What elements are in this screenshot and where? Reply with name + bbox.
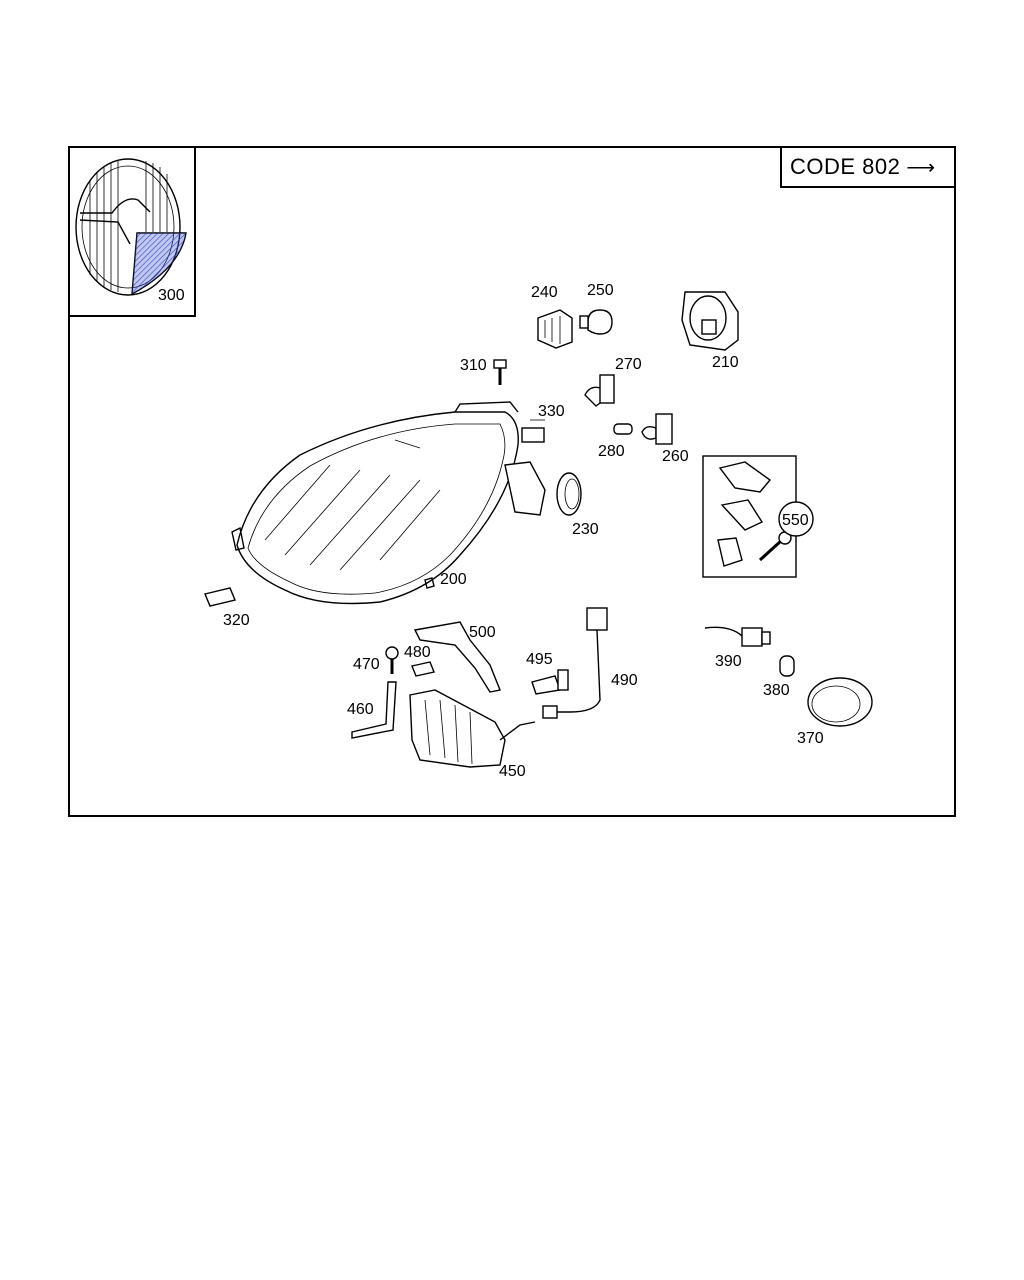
bulb-280 bbox=[613, 423, 633, 435]
label-310: 310 bbox=[460, 357, 487, 374]
label-495: 495 bbox=[526, 651, 553, 668]
label-490: 490 bbox=[611, 672, 638, 689]
bracket-500 bbox=[413, 621, 501, 693]
label-390: 390 bbox=[715, 653, 742, 670]
label-330: 330 bbox=[538, 403, 565, 420]
label-550: 550 bbox=[782, 512, 809, 529]
wiring-490 bbox=[542, 607, 608, 719]
headlamp-housing bbox=[231, 401, 546, 605]
label-470: 470 bbox=[353, 656, 380, 673]
code-reference-box: CODE 802 ⟶ bbox=[780, 146, 956, 188]
inset-headlamp-lens bbox=[75, 158, 187, 296]
label-370: 370 bbox=[797, 730, 824, 747]
strap-460 bbox=[351, 681, 397, 739]
clip-320 bbox=[204, 587, 236, 607]
label-280: 280 bbox=[598, 443, 625, 460]
arrow-right-icon: ⟶ bbox=[906, 156, 936, 179]
label-500: 500 bbox=[469, 624, 496, 641]
fog-lamp-450 bbox=[409, 689, 536, 768]
label-240: 240 bbox=[531, 284, 558, 301]
label-260: 260 bbox=[662, 448, 689, 465]
inset-panel bbox=[68, 146, 196, 317]
label-460: 460 bbox=[347, 701, 374, 718]
nut-480 bbox=[411, 661, 435, 677]
socket-390 bbox=[704, 626, 771, 647]
label-380: 380 bbox=[763, 682, 790, 699]
label-300: 300 bbox=[158, 287, 185, 304]
bulb-380 bbox=[779, 655, 795, 677]
bulb-495 bbox=[531, 669, 569, 695]
bulb-260 bbox=[641, 413, 673, 445]
connector-330 bbox=[521, 419, 545, 443]
label-270: 270 bbox=[615, 356, 642, 373]
side-marker-370 bbox=[807, 677, 873, 727]
diagram-frame bbox=[68, 146, 956, 817]
kit-550 bbox=[702, 455, 814, 578]
code-label: CODE 802 bbox=[790, 154, 901, 179]
label-450: 450 bbox=[499, 763, 526, 780]
label-230: 230 bbox=[572, 521, 599, 538]
label-210: 210 bbox=[712, 354, 739, 371]
bulb-holder-240 bbox=[537, 309, 573, 349]
bulb-250 bbox=[579, 309, 613, 335]
label-480: 480 bbox=[404, 644, 431, 661]
highlighted-section bbox=[131, 232, 187, 296]
screw-310 bbox=[493, 359, 507, 385]
label-320: 320 bbox=[223, 612, 250, 629]
cap-230 bbox=[556, 472, 582, 516]
bulb-270 bbox=[584, 374, 615, 407]
retaining-ring-210 bbox=[681, 291, 739, 351]
screw-470 bbox=[385, 646, 399, 674]
label-250: 250 bbox=[587, 282, 614, 299]
label-200: 200 bbox=[440, 571, 467, 588]
